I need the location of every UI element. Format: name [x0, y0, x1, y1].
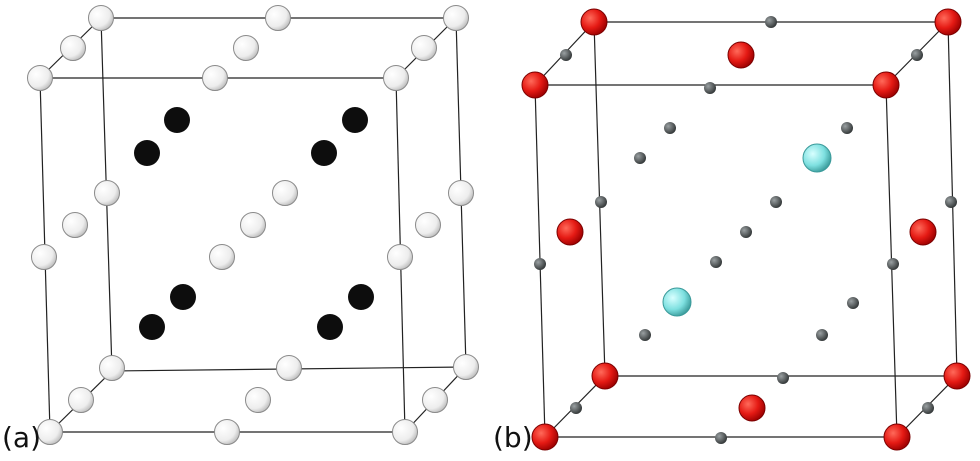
panel-b-unit-cell — [521, 8, 971, 451]
red-atom — [580, 8, 608, 36]
white-atom — [411, 35, 437, 61]
cyan-atom — [662, 287, 692, 317]
gray-atom — [777, 372, 789, 384]
black-atom — [317, 314, 343, 340]
white-atom — [383, 65, 409, 91]
red-atom — [591, 362, 619, 390]
white-atom — [60, 35, 86, 61]
panel-b-label: (b) — [493, 421, 533, 454]
white-atom — [453, 354, 479, 380]
white-atom — [448, 180, 474, 206]
white-atom — [240, 212, 266, 238]
white-atom — [276, 355, 302, 381]
black-atom — [311, 140, 337, 166]
gray-atom — [922, 402, 934, 414]
white-atom — [245, 387, 271, 413]
black-atom — [139, 314, 165, 340]
white-atom — [415, 212, 441, 238]
gray-atom — [945, 196, 957, 208]
white-atom — [443, 5, 469, 31]
gray-atom — [664, 122, 676, 134]
gray-atom — [710, 256, 722, 268]
gray-atom — [847, 297, 859, 309]
gray-atom — [770, 196, 782, 208]
panel-a-atoms — [27, 5, 479, 445]
panel-a-label: (a) — [2, 421, 42, 454]
black-atom — [342, 107, 368, 133]
gray-atom — [570, 402, 582, 414]
white-atom — [62, 212, 88, 238]
white-atom — [37, 419, 63, 445]
gray-atom — [595, 196, 607, 208]
white-atom — [265, 5, 291, 31]
black-atom — [134, 140, 160, 166]
white-atom — [233, 35, 259, 61]
red-atom — [934, 8, 962, 36]
red-atom — [883, 423, 911, 451]
gray-atom — [715, 432, 727, 444]
gray-atom — [887, 258, 899, 270]
gray-atom — [816, 329, 828, 341]
red-atom — [556, 218, 584, 246]
red-atom — [738, 394, 766, 422]
white-atom — [272, 180, 298, 206]
white-atom — [422, 387, 448, 413]
gray-atom — [765, 16, 777, 28]
gray-atom — [639, 329, 651, 341]
white-atom — [94, 180, 120, 206]
gray-atom — [911, 49, 923, 61]
black-atom — [170, 284, 196, 310]
panel-b-atoms — [521, 8, 971, 451]
gray-atom — [534, 258, 546, 270]
white-atom — [392, 419, 418, 445]
red-atom — [727, 41, 755, 69]
white-atom — [68, 387, 94, 413]
red-atom — [943, 362, 971, 390]
red-atom — [521, 71, 549, 99]
red-atom — [909, 218, 937, 246]
white-atom — [214, 419, 240, 445]
white-atom — [387, 244, 413, 270]
cyan-atom — [802, 143, 832, 173]
red-atom — [531, 423, 559, 451]
white-atom — [31, 244, 57, 270]
white-atom — [209, 244, 235, 270]
white-atom — [88, 5, 114, 31]
panel-a-unit-cell — [27, 5, 479, 445]
black-atom — [164, 107, 190, 133]
gray-atom — [634, 152, 646, 164]
white-atom — [99, 355, 125, 381]
white-atom — [202, 65, 228, 91]
white-atom — [27, 65, 53, 91]
gray-atom — [740, 226, 752, 238]
red-atom — [872, 71, 900, 99]
black-atom — [348, 284, 374, 310]
gray-atom — [704, 82, 716, 94]
gray-atom — [560, 49, 572, 61]
gray-atom — [841, 122, 853, 134]
